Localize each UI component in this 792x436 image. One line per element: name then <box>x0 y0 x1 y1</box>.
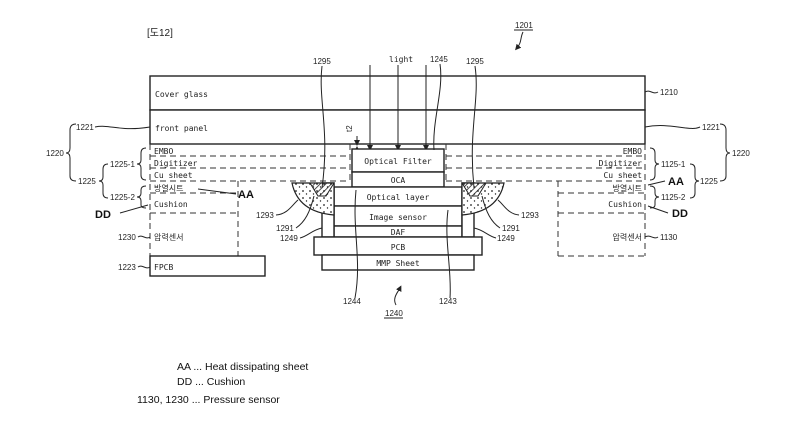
ref-1210: 1210 <box>660 88 678 97</box>
daf-label: DAF <box>391 228 406 237</box>
image-sensor-label: Image sensor <box>369 213 427 222</box>
embo-label-left: EMBO <box>154 147 173 156</box>
ref-1130: 1130 <box>660 233 678 242</box>
legend-pressure-sensor: 1130, 1230 ... Pressure sensor <box>137 394 280 406</box>
ref-1220-left: 1220 <box>46 149 64 158</box>
ref-1201: 1201 <box>515 21 533 30</box>
fpcb-layer <box>149 255 266 277</box>
optical-layer-label: Optical layer <box>367 193 430 202</box>
cu-sheet-label-right: Cu sheet <box>603 171 642 180</box>
ref-1221-right: 1221 <box>702 123 720 132</box>
bracket-1225-2-left <box>136 185 147 209</box>
ref-1295-left: 1295 <box>313 57 331 66</box>
leader-1245 <box>433 63 442 151</box>
embo-label-right: EMBO <box>623 147 642 156</box>
optical-filter-label: Optical Filter <box>364 157 432 166</box>
ref-1293-left: 1293 <box>256 211 274 220</box>
seal-1291-left <box>309 182 335 197</box>
bracket-1225-right <box>689 163 700 199</box>
ref-1225-left: 1225 <box>78 177 96 186</box>
bracket-1225-left <box>98 163 109 199</box>
light-label: light <box>389 55 413 64</box>
seal-1291-right <box>461 182 487 197</box>
leader-1295-left <box>320 65 326 189</box>
ref-1225-1-left: 1225-1 <box>110 160 135 169</box>
legend-dd: DD ... Cushion <box>177 376 245 388</box>
ref-1291-right: 1291 <box>502 224 520 233</box>
dd-callout-left: DD <box>95 209 111 221</box>
oca-label: OCA <box>391 176 406 185</box>
ref-1125-1: 1125-1 <box>661 160 686 169</box>
leader-1244 <box>354 189 359 299</box>
ref-1249-left: 1249 <box>280 234 298 243</box>
heat-sheet-label-left: 방열시트 <box>154 183 183 193</box>
aa-leader-left <box>197 188 237 195</box>
digitizer-label-right: Digitizer <box>599 159 643 168</box>
leader-1243 <box>446 209 451 299</box>
leader-1130 <box>644 235 659 239</box>
leader-1221-left <box>94 125 151 130</box>
mmp-sheet <box>321 254 475 271</box>
leader-1293-left <box>275 199 299 216</box>
mmp-sheet-label: MMP Sheet <box>376 259 420 268</box>
ref-1220-right: 1220 <box>732 149 750 158</box>
ref-1201-arrow <box>515 31 524 51</box>
legend-aa: AA ... Heat dissipating sheet <box>177 361 308 373</box>
ref-1223: 1223 <box>118 263 136 272</box>
ref-1230: 1230 <box>118 233 136 242</box>
dd-callout-right: DD <box>672 208 688 220</box>
leader-1210 <box>644 90 659 94</box>
cover-glass-label: Cover glass <box>155 90 208 99</box>
ref-1221-left: 1221 <box>76 123 94 132</box>
ref-1244: 1244 <box>343 297 361 306</box>
bracket-1125-1 <box>649 147 660 181</box>
cu-sheet-label-left: Cu sheet <box>154 171 193 180</box>
aa-leader-right <box>647 180 666 186</box>
ref-1225-right: 1225 <box>700 177 718 186</box>
ref-1125-2: 1125-2 <box>661 193 686 202</box>
aa-callout-left: AA <box>238 189 254 201</box>
digitizer-label-left: Digitizer <box>154 159 198 168</box>
bracket-1225-1-left <box>136 147 147 181</box>
ref-1249-right: 1249 <box>497 234 515 243</box>
pressure-sensor-label-left: 압력센서 <box>154 232 183 242</box>
fpcb-label: FPCB <box>154 263 173 272</box>
leader-1221-right <box>644 125 701 129</box>
gap-label: t2 <box>345 125 354 132</box>
front-panel-label: front panel <box>155 124 208 133</box>
pressure-sensor-label-right: 압력센서 <box>613 232 642 242</box>
heat-sheet-label-right: 방열시트 <box>613 183 642 193</box>
ref-1243: 1243 <box>439 297 457 306</box>
bracket-1220-right <box>719 123 731 182</box>
leader-1291-left <box>295 195 315 229</box>
ref-1245: 1245 <box>430 55 448 64</box>
ref-1225-2-left: 1225-2 <box>110 193 135 202</box>
ref-1240: 1240 <box>385 309 403 318</box>
leader-1249-right <box>473 227 497 239</box>
bracket-1220-left <box>65 123 77 182</box>
dd-leader-left <box>119 204 149 214</box>
pcb-label: PCB <box>391 243 406 252</box>
leader-1293-right <box>497 199 520 216</box>
bracket-1125-2 <box>649 185 660 209</box>
ref-1291-left: 1291 <box>276 224 294 233</box>
leader-1249-left <box>299 227 323 239</box>
cushion-label-right: Cushion <box>608 200 642 209</box>
leader-1295-right <box>471 65 477 189</box>
leader-1223 <box>137 265 151 269</box>
aa-callout-right: AA <box>668 176 684 188</box>
ref-1293-right: 1293 <box>521 211 539 220</box>
ref-1295-right: 1295 <box>466 57 484 66</box>
dd-leader-right <box>647 205 669 214</box>
leader-1230 <box>137 235 151 239</box>
figure-label: [도12] <box>147 28 173 39</box>
ref-1240-arrow <box>394 285 402 306</box>
leader-1291-right <box>481 195 501 229</box>
cushion-label-left: Cushion <box>154 200 188 209</box>
